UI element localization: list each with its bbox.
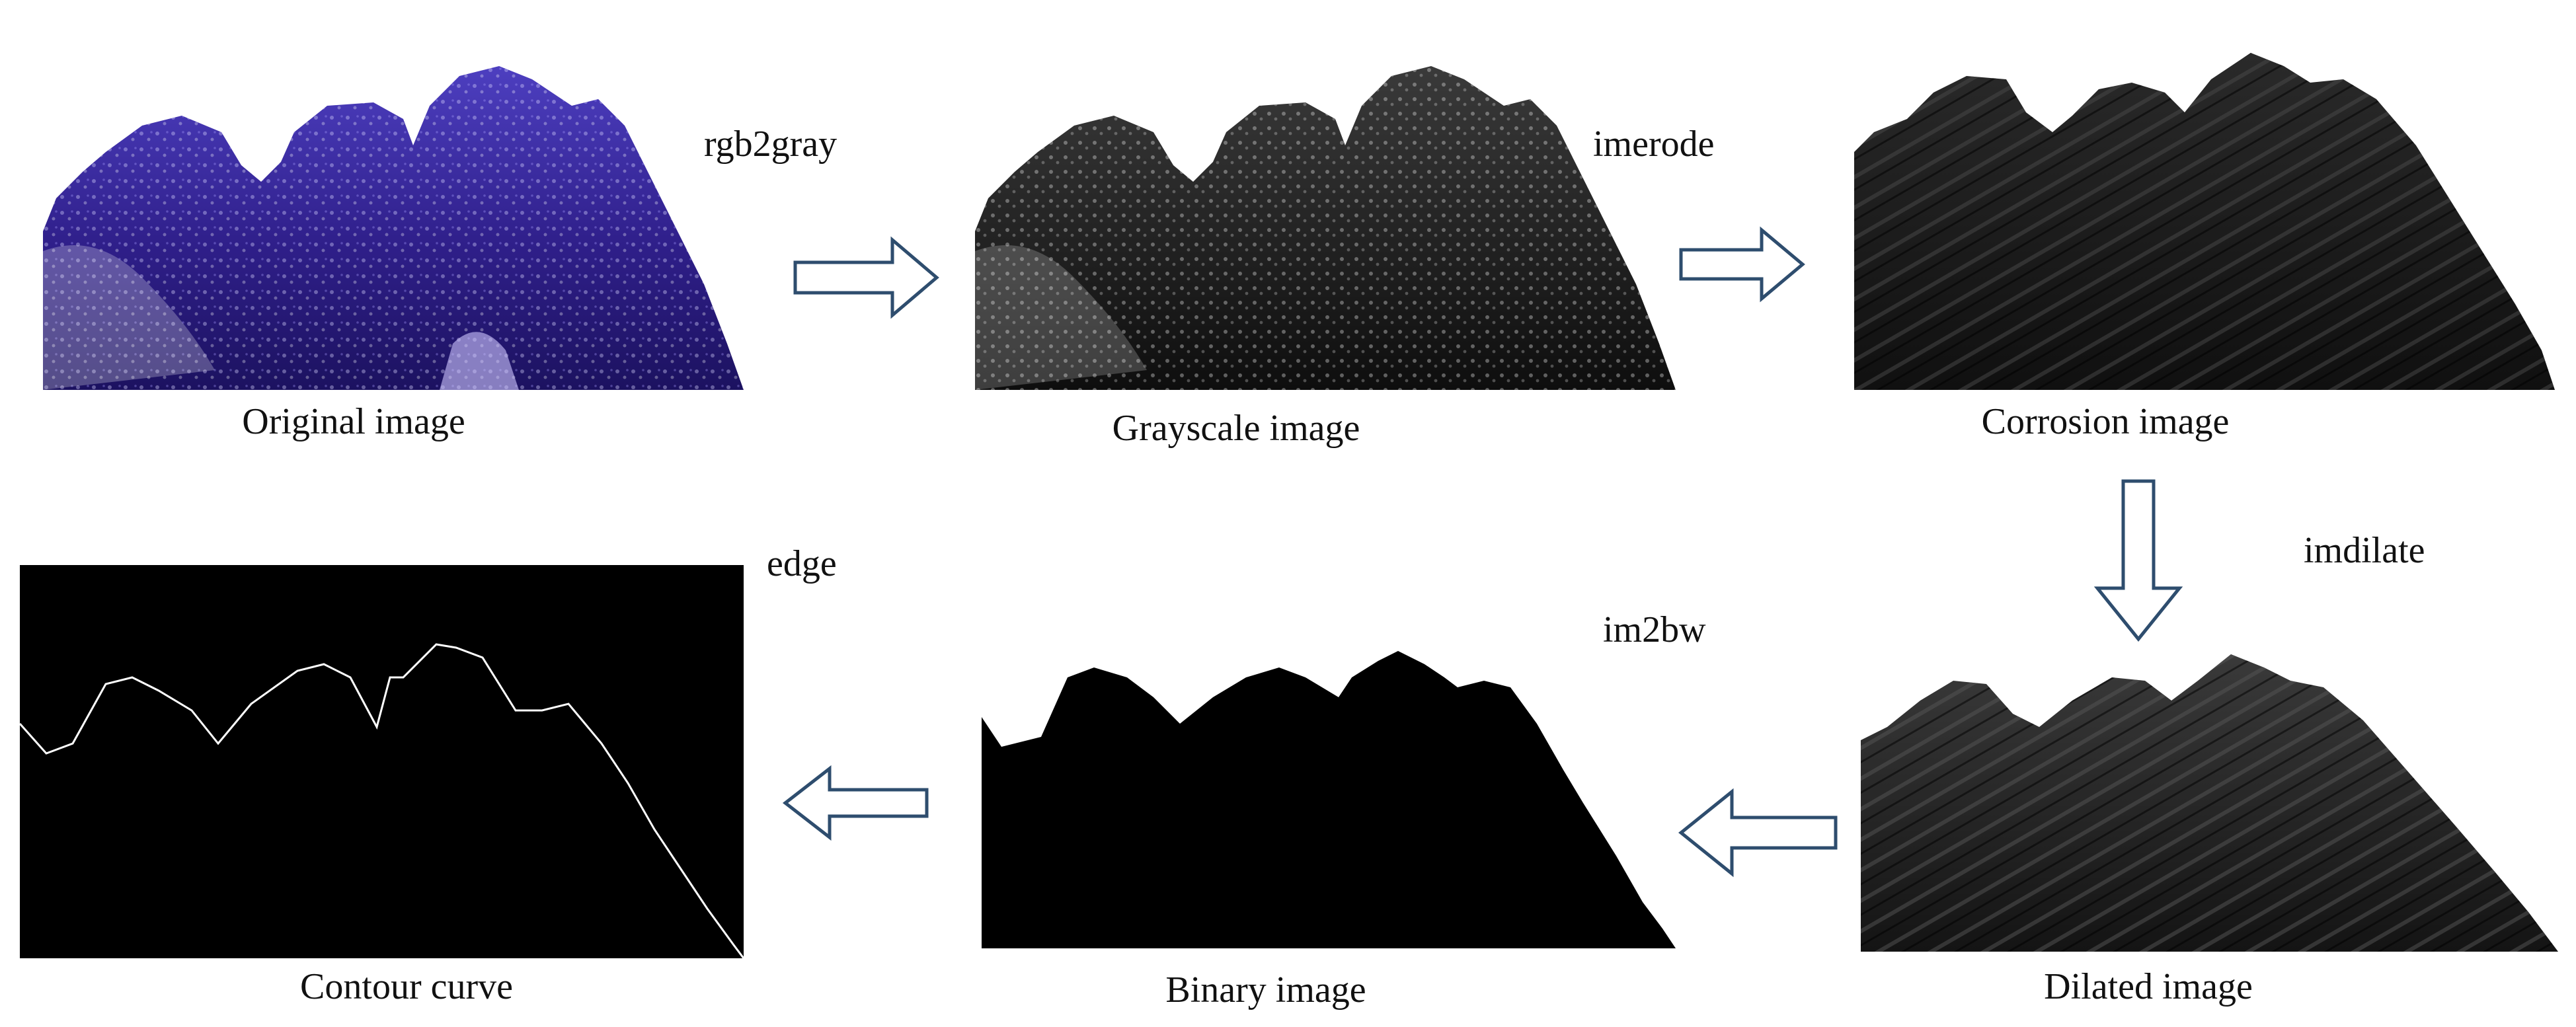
label-rgb2gray: rgb2gray bbox=[704, 124, 838, 165]
grayscale-image bbox=[975, 66, 1676, 390]
contour-curve-image bbox=[20, 565, 744, 958]
dilated-image bbox=[1861, 654, 2558, 952]
contour-line bbox=[20, 643, 744, 958]
caption-dilated-image: Dilated image bbox=[2044, 966, 2253, 1007]
arrow-left-icon bbox=[1678, 788, 1838, 878]
binary-silhouette bbox=[982, 651, 1676, 948]
label-imdilate: imdilate bbox=[2304, 530, 2425, 571]
arrow-down-icon bbox=[2093, 479, 2183, 642]
original-image bbox=[43, 66, 744, 390]
caption-binary-image: Binary image bbox=[1165, 970, 1366, 1010]
corrosion-image bbox=[1854, 53, 2555, 390]
caption-corrosion-image: Corrosion image bbox=[1981, 401, 2230, 442]
caption-original-image: Original image bbox=[242, 401, 465, 442]
arrow-right-icon bbox=[793, 236, 939, 319]
arrow-left-icon bbox=[782, 765, 929, 841]
arrow-right-icon bbox=[1679, 226, 1805, 303]
caption-grayscale-image: Grayscale image bbox=[1112, 408, 1360, 449]
binary-image bbox=[982, 651, 1676, 948]
label-im2bw: im2bw bbox=[1603, 609, 1706, 650]
label-imerode: imerode bbox=[1593, 124, 1715, 165]
caption-contour-curve: Contour curve bbox=[300, 966, 513, 1007]
label-edge: edge bbox=[767, 543, 837, 584]
